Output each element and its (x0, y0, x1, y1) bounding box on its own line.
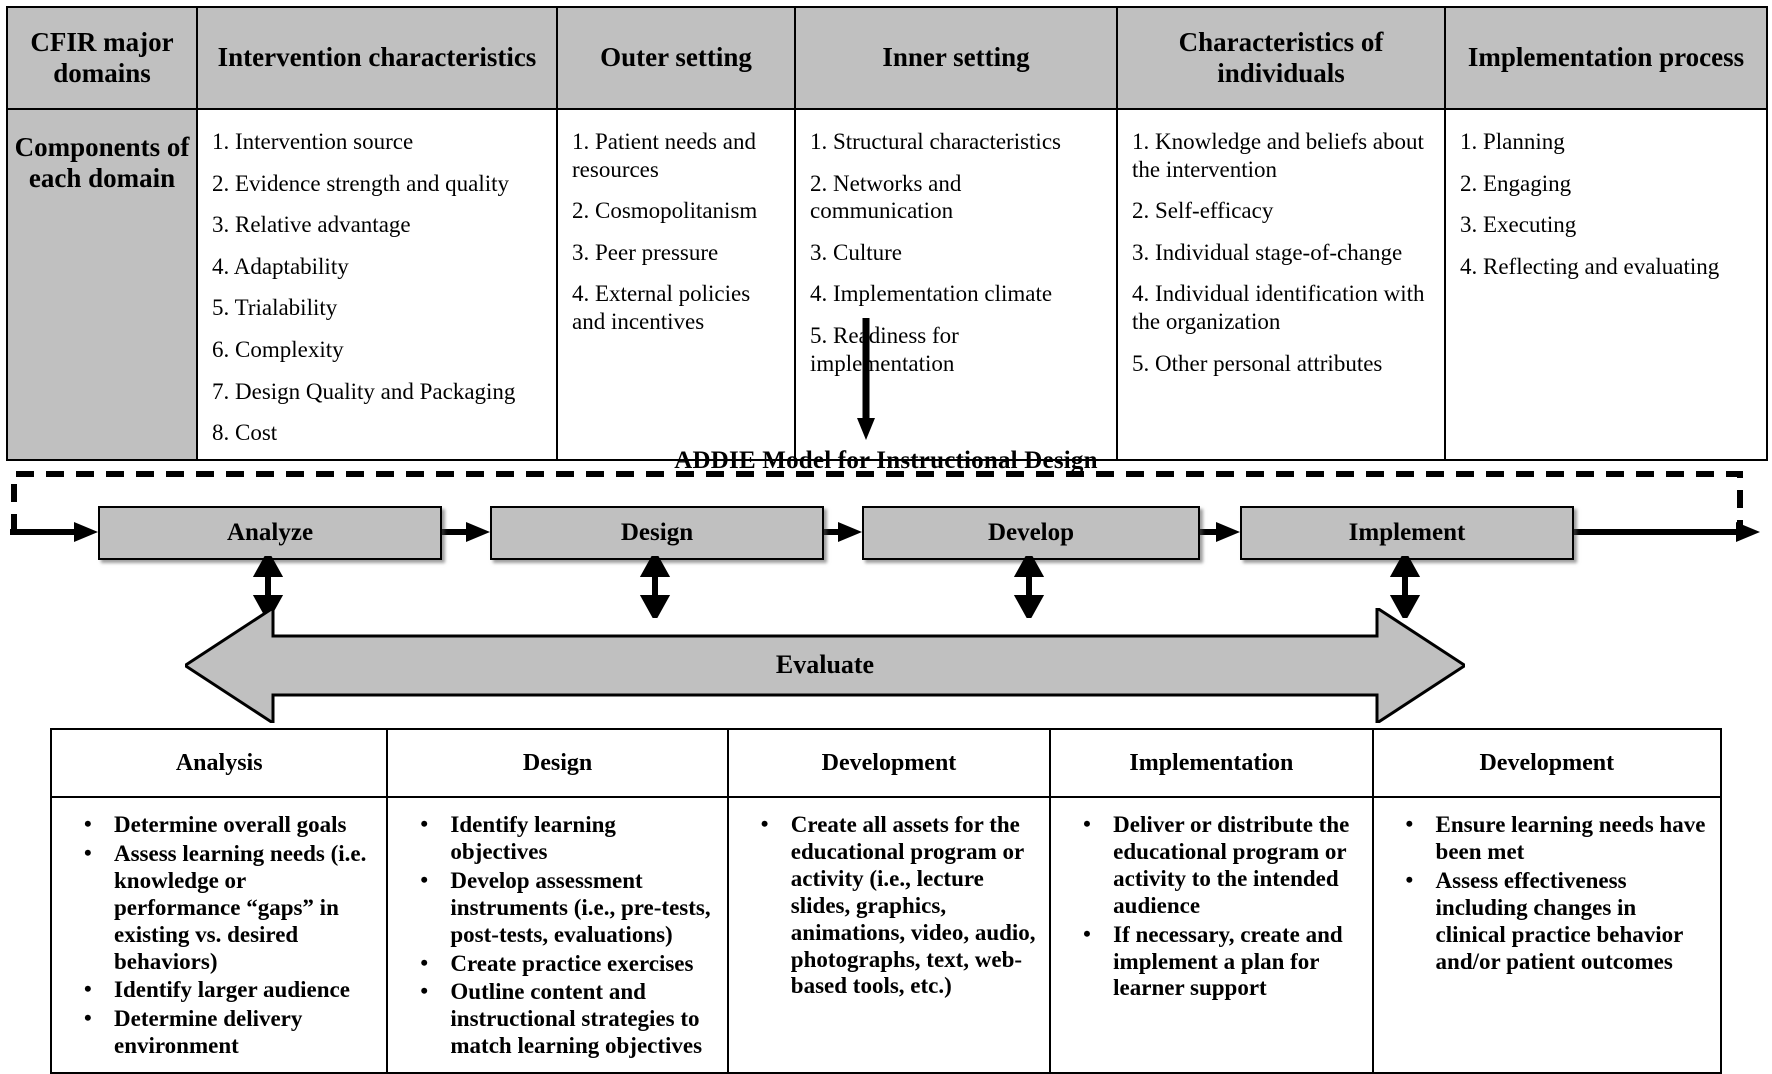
addie-phase-design[interactable]: Design (490, 506, 824, 560)
addie-phase-detail-table: Analysis Design Development Implementati… (49, 728, 1723, 1074)
evaluate-bidirectional-arrow (185, 608, 1465, 723)
addie-cell-development: Create all assets for the educational pr… (726, 795, 1052, 1074)
addie-header-implementation: Implementation (1049, 728, 1374, 798)
list-item: 1. Patient needs and resources (572, 129, 756, 182)
list-item: 1. Structural characteristics (810, 129, 1061, 154)
addie-header-development: Development (726, 728, 1052, 798)
addie-phase-analyze[interactable]: Analyze (98, 506, 442, 560)
list-item: Determine delivery environment (84, 1005, 376, 1060)
list-item: 8. Cost (212, 420, 278, 446)
addie-phase-develop[interactable]: Develop (862, 506, 1200, 560)
feedback-loop-dashed-path (11, 471, 1743, 532)
addie-header-design: Design (386, 728, 729, 798)
table-row-components: Components of each domain 1. Interventio… (6, 108, 1768, 461)
cfir-domains-table: CFIR major domains Intervention characte… (6, 6, 1768, 461)
component-list: 1. Structural characteristics 2. Networks… (810, 128, 1104, 377)
addie-cell-evaluation: Ensure learning needs have been metAsses… (1371, 795, 1723, 1074)
cfir-cell-inner-setting: 1. Structural characteristics 2. Networks… (794, 108, 1118, 461)
list-item: Identify learning objectives (420, 811, 716, 866)
cfir-cell-outer-setting: 1. Patient needs and resources 2. Cosmopo… (556, 108, 796, 461)
cfir-header-major-domains: CFIR major domains (6, 6, 198, 110)
addie-cell-implementation: Deliver or distribute the educational pr… (1049, 795, 1374, 1074)
phase-to-evaluate-connectors (252, 556, 1421, 618)
list-item: Outline content and instructional strate… (420, 978, 716, 1060)
cfir-row-label-components: Components of each domain (6, 108, 198, 461)
list-item: Assess effectiveness including changes i… (1406, 867, 1710, 976)
list-item: 2. Engaging (1460, 170, 1572, 196)
addie-header-analysis: Analysis (49, 728, 389, 798)
table-row-details: Determine overall goalsAssess learning n… (49, 795, 1723, 1074)
list-item: 3. Peer pressure (572, 239, 719, 265)
addie-cell-analysis: Determine overall goalsAssess learning n… (49, 795, 389, 1074)
list-item: 3. Executing (1460, 212, 1577, 238)
list-item: Identify larger audience (84, 976, 376, 1004)
component-list: 1. Knowledge and beliefs about the inter… (1132, 128, 1432, 377)
list-item: 3. Individual stage-of-change (1132, 239, 1403, 265)
addie-process-flow: Analyze Design Develop Implement (0, 460, 1772, 590)
list-item: 2. Self-efficacy (1132, 198, 1274, 224)
addie-phase-implement[interactable]: Implement (1240, 506, 1574, 560)
detail-list: Create all assets for the educational pr… (735, 811, 1039, 1000)
list-item: 3. Relative advantage (212, 212, 411, 238)
table-row-header: CFIR major domains Intervention characte… (6, 6, 1768, 110)
list-item: 5. Readiness for implementation (810, 322, 959, 376)
cfir-header-intervention-characteristics: Intervention characteristics (196, 6, 558, 110)
cfir-cell-characteristics-of-individuals: 1. Knowledge and beliefs about the inter… (1116, 108, 1446, 461)
cfir-cell-intervention-characteristics: 1. Intervention source 2. Evidence streng… (196, 108, 558, 461)
addie-cell-design: Identify learning objectivesDevelop asse… (386, 795, 729, 1074)
list-item: 1. Planning (1460, 129, 1565, 154)
table-row-header: Analysis Design Development Implementati… (49, 728, 1723, 798)
list-item: 2. Cosmopolitanism (572, 198, 758, 224)
cfir-header-inner-setting: Inner setting (794, 6, 1118, 110)
component-list: 1. Patient needs and resources 2. Cosmopo… (572, 128, 782, 336)
list-item: 1. Intervention source (212, 129, 414, 154)
detail-list: Ensure learning needs have been metAsses… (1380, 811, 1710, 976)
component-list: 1. Intervention source 2. Evidence streng… (212, 128, 544, 447)
addie-phase-label: Design (620, 519, 694, 546)
addie-phase-label: Analyze (226, 519, 314, 546)
list-item: 3. Culture (810, 239, 902, 265)
list-item: 6. Complexity (212, 336, 344, 362)
addie-model-title: ADDIE Model for Instructional Design (674, 447, 1098, 474)
list-item: Create all assets for the educational pr… (761, 811, 1039, 1000)
list-item: Deliver or distribute the educational pr… (1083, 811, 1361, 920)
cfir-header-outer-setting: Outer setting (556, 6, 796, 110)
list-item: Assess learning needs (i.e. knowledge or… (84, 840, 376, 976)
detail-list: Deliver or distribute the educational pr… (1057, 811, 1361, 1003)
list-item: Determine overall goals (84, 811, 376, 839)
detail-list: Determine overall goalsAssess learning n… (58, 811, 376, 1060)
list-item: 1. Knowledge and beliefs about the inter… (1132, 129, 1424, 182)
addie-phase-label: Implement (1348, 519, 1466, 546)
list-item: 5. Trialability (212, 295, 338, 321)
component-list: 1. Planning 2. Engaging 3. Executing 4. Ref… (1460, 128, 1754, 280)
list-item: Develop assessment instruments (i.e., pr… (420, 867, 716, 949)
list-item: Ensure learning needs have been met (1406, 811, 1710, 866)
list-item: 2. Networks and communication (810, 170, 962, 224)
detail-list: Identify learning objectivesDevelop asse… (394, 811, 716, 1060)
list-item: Create practice exercises (420, 950, 716, 978)
list-item: 4. Adaptability (212, 253, 349, 279)
cfir-cell-implementation-process: 1. Planning 2. Engaging 3. Executing 4. Ref… (1444, 108, 1768, 461)
cfir-header-implementation-process: Implementation process (1444, 6, 1768, 110)
addie-header-evaluation: Development (1371, 728, 1723, 798)
down-arrow-icon (857, 318, 875, 440)
list-item: 4. Individual identification with the or… (1132, 281, 1425, 334)
list-item: 7. Design Quality and Packaging (212, 378, 516, 404)
list-item: 2. Evidence strength and quality (212, 170, 510, 196)
list-item: 4. Implementation climate (810, 281, 1053, 307)
list-item: If necessary, create and implement a pla… (1083, 921, 1361, 1003)
cfir-header-characteristics-of-individuals: Characteristics of individuals (1116, 6, 1446, 110)
addie-flow-connectors (10, 471, 1760, 542)
list-item: 4. Reflecting and evaluating (1460, 253, 1720, 279)
list-item: 5. Other personal attributes (1132, 350, 1383, 376)
evaluate-label: Evaluate (775, 650, 875, 679)
list-item: 4. External policies and incentives (572, 281, 751, 334)
addie-phase-label: Develop (987, 519, 1075, 546)
